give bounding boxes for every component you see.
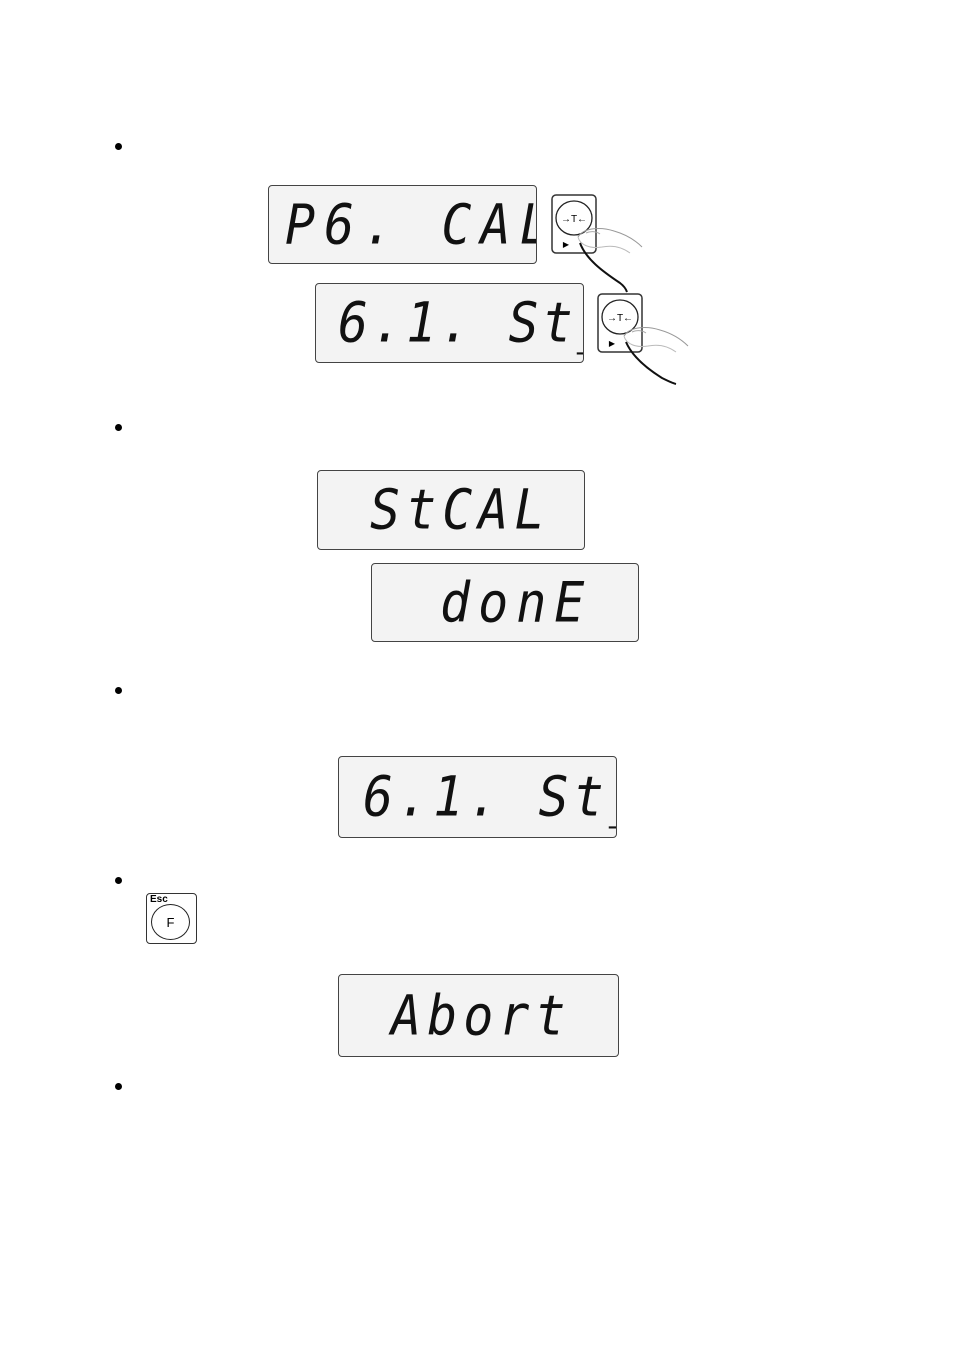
display-st-u-1-text: 6.1. St_u xyxy=(338,291,583,355)
f-key-icon: F xyxy=(151,904,190,940)
display-stcal-text: StCAL xyxy=(370,478,551,542)
finger-icon xyxy=(577,228,643,254)
esc-f-key: Esc F xyxy=(146,893,197,944)
bullet-1 xyxy=(115,143,122,150)
bullet-5 xyxy=(115,1083,122,1090)
display-p6-cal: P6. CAL xyxy=(268,185,537,264)
finger-icon-2 xyxy=(623,327,689,353)
display-st-u-1: 6.1. St_u xyxy=(315,283,584,363)
tare-key-label: →T← xyxy=(561,214,587,225)
tare-key-press-1: →T← ▶ xyxy=(550,193,645,293)
tare-key-arrow: ▶ xyxy=(563,240,570,249)
display-st-u-2-text: 6.1. St_u xyxy=(363,765,616,829)
f-key-label: F xyxy=(166,914,175,930)
tare-key-press-2: →T← ▶ xyxy=(596,292,691,387)
esc-key-label: Esc xyxy=(150,894,168,905)
finger-line-2 xyxy=(625,341,677,385)
tare-key-icon-2: →T← ▶ xyxy=(597,293,643,353)
bullet-3 xyxy=(115,687,122,694)
tare-key-label-2: →T← xyxy=(607,313,633,324)
bullet-2 xyxy=(115,424,122,431)
display-stcal: StCAL xyxy=(317,470,585,550)
tare-key-icon: →T← ▶ xyxy=(551,194,597,254)
display-done: donE xyxy=(371,563,639,642)
display-done-text: donE xyxy=(440,570,593,635)
display-st-u-2: 6.1. St_u xyxy=(338,756,617,838)
finger-line xyxy=(579,242,628,293)
display-p6-cal-text: P6. CAL xyxy=(285,192,537,257)
tare-key-arrow-2: ▶ xyxy=(609,339,616,348)
display-abort-text: Abort xyxy=(391,983,572,1048)
bullet-4 xyxy=(115,877,122,884)
display-abort: Abort xyxy=(338,974,619,1057)
